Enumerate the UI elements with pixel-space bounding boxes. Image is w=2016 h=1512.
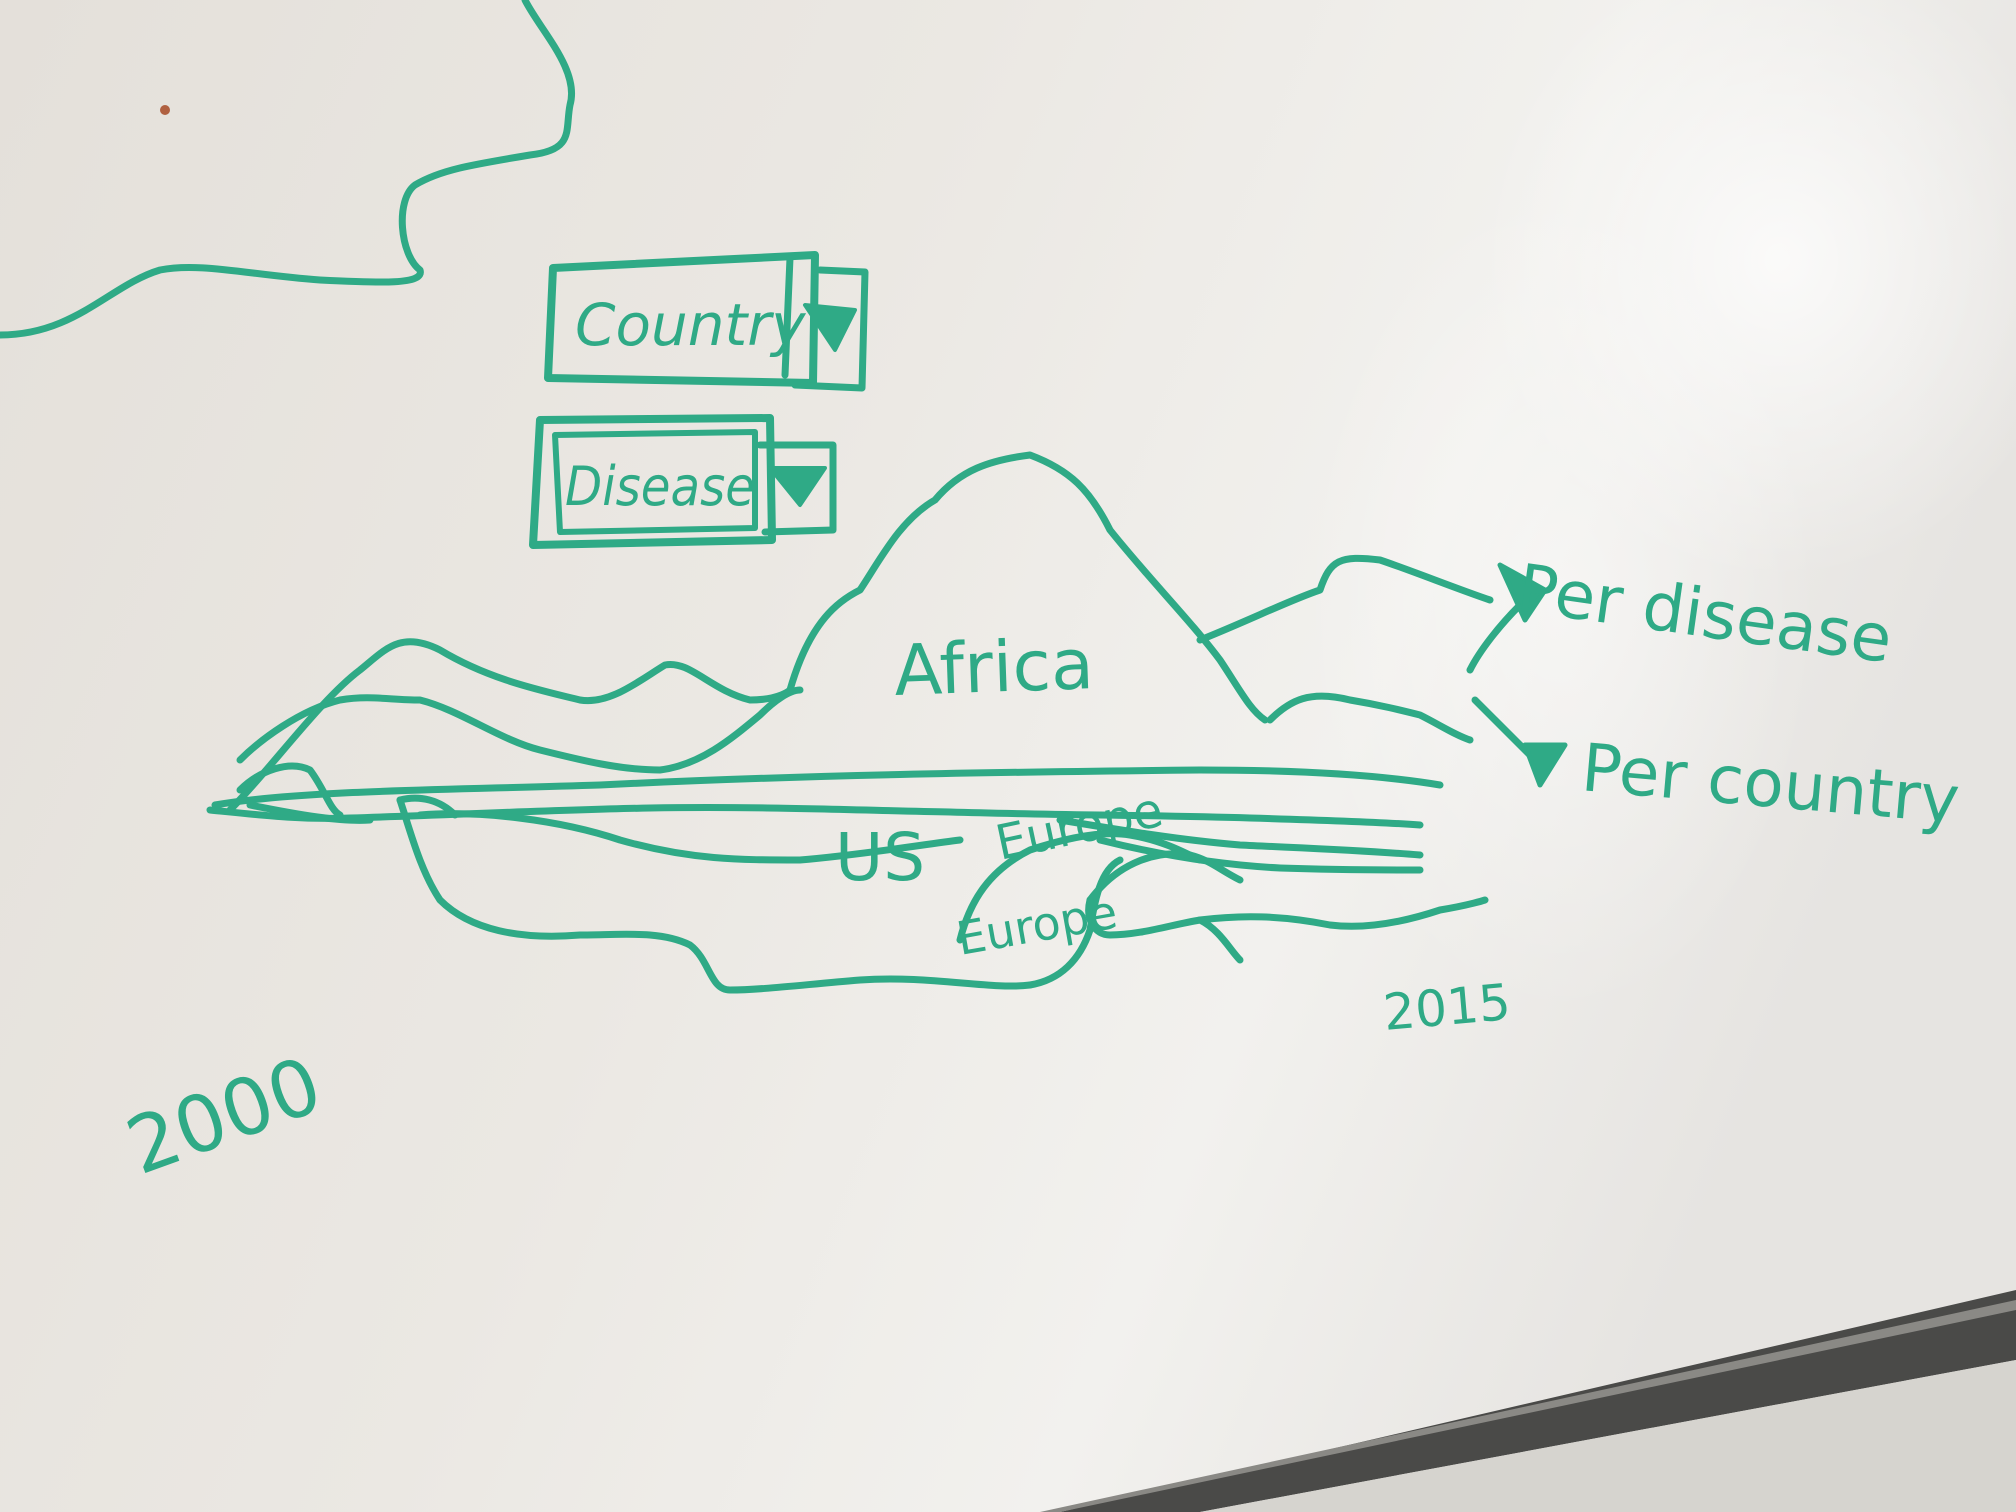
country-dropdown-label: Country [575,291,806,359]
stream-baseline-5 [1096,836,1424,874]
arrow-per-country-head [1522,742,1568,788]
wall-below [1200,1360,2016,1512]
europe-stream-upper [956,830,1204,944]
europe-stream-lower [1085,896,1244,964]
europe-stream-loop [1026,856,1124,989]
europe-stream-mid [1086,850,1244,904]
us-stream-top [396,794,459,819]
africa-stream-inner [236,686,804,774]
triangle-down-icon [803,303,857,352]
us-stream-outline [396,796,1034,994]
board-speck [160,105,170,115]
corner-squiggle [0,0,575,339]
europe-stream-right [1196,896,1489,930]
triangle-down-icon [768,466,827,507]
stream-start-bump [236,762,344,819]
disease-dropdown-box-right [756,441,837,536]
stream-baseline-1 [211,766,1444,809]
africa-stream-right [1196,554,1494,644]
country-dropdown-divider [781,254,794,379]
disease-dropdown-inner-box [552,429,758,535]
light-glare-2 [1300,180,1820,1020]
x-axis-end-label: 2015 [1381,973,1513,1042]
country-dropdown-box-right [791,266,869,392]
africa-label: Africa [893,623,1095,712]
disease-dropdown-box [529,414,776,549]
arrow-per-disease-head [1497,562,1548,623]
streamgraph-sketch [206,451,1494,994]
board-frame-edge [1040,1300,2016,1512]
disease-dropdown-label: Disease [565,455,755,518]
disease-dropdown[interactable] [529,414,837,549]
africa-stream-right-lower [1266,692,1474,744]
country-dropdown[interactable] [544,251,869,392]
stream-baseline-4 [1056,816,1424,859]
us-label: US [835,819,925,896]
arrow-per-disease-shaft [1466,601,1524,674]
stream-start-line [246,801,374,824]
output-arrows [1466,562,1568,788]
stream-baseline-3 [416,810,964,864]
